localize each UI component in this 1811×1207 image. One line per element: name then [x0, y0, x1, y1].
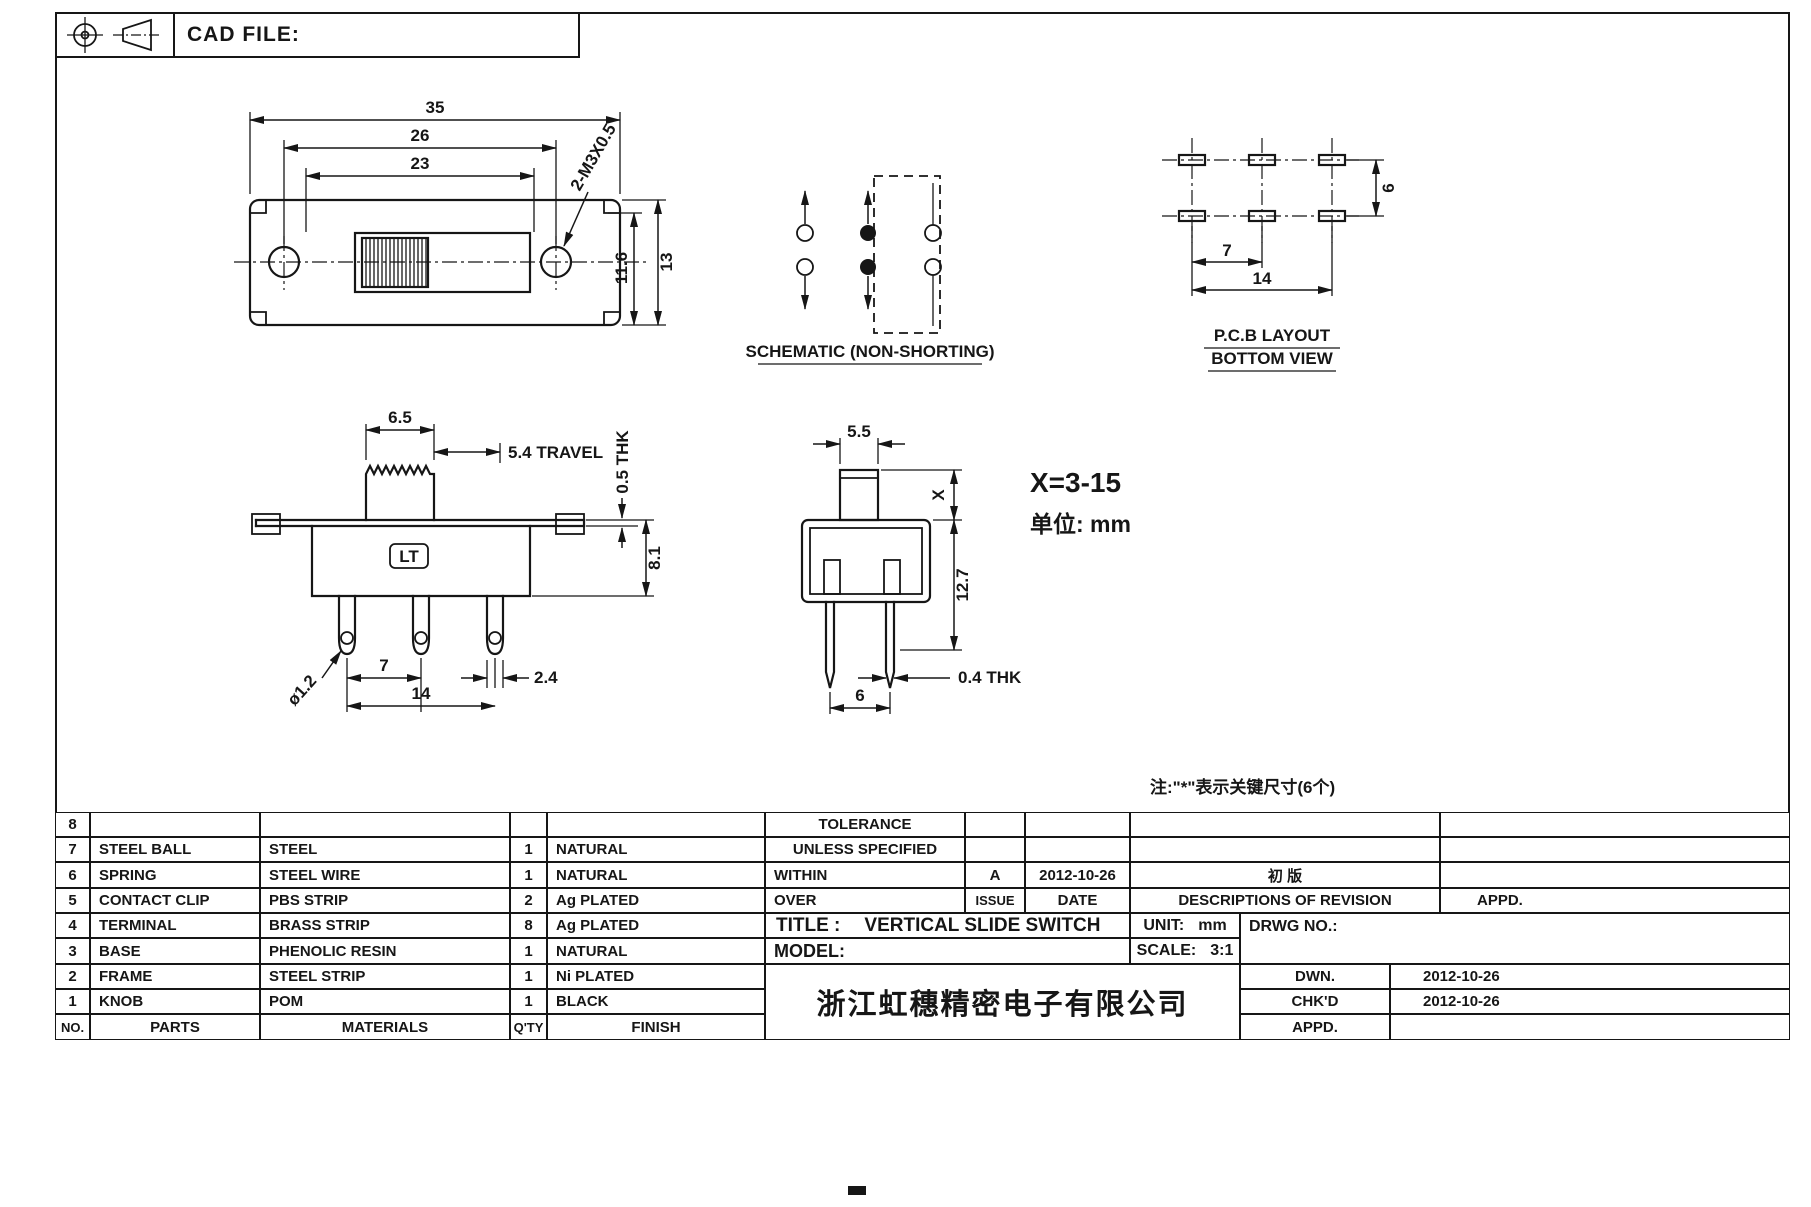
- part-qty: 1: [510, 837, 547, 862]
- revision-cell: [1130, 812, 1440, 837]
- part-name: [90, 812, 260, 837]
- part-finish: Ag PLATED: [547, 888, 765, 913]
- col-header-qty: Q'TY: [510, 1014, 547, 1040]
- tolerance-within-label: WITHIN: [765, 862, 965, 888]
- part-material: BRASS STRIP: [260, 913, 510, 938]
- tolerance-label-1: TOLERANCE: [765, 812, 965, 837]
- appd-header: APPD.: [1440, 888, 1790, 913]
- part-name: TERMINAL: [90, 913, 260, 938]
- part-qty: 1: [510, 938, 547, 964]
- cad-file-box: CAD FILE:: [173, 12, 580, 58]
- revision-date: 2012-10-26: [1025, 862, 1130, 888]
- part-name: BASE: [90, 938, 260, 964]
- part-qty: 1: [510, 862, 547, 888]
- col-header-parts: PARTS: [90, 1014, 260, 1040]
- part-name: CONTACT CLIP: [90, 888, 260, 913]
- model-cell: MODEL:: [765, 938, 1130, 964]
- part-material: POM: [260, 989, 510, 1014]
- part-material: STEEL: [260, 837, 510, 862]
- revision-cell: [1130, 837, 1440, 862]
- revision-letter: A: [965, 862, 1025, 888]
- revision-cell: [1025, 812, 1130, 837]
- projection-symbol-box: [55, 12, 175, 58]
- title-label: TITLE :: [776, 914, 841, 936]
- part-material: PHENOLIC RESIN: [260, 938, 510, 964]
- part-finish: NATURAL: [547, 938, 765, 964]
- col-header-no: NO.: [55, 1014, 90, 1040]
- dwn-date: 2012-10-26: [1390, 964, 1790, 989]
- tolerance-over-label: OVER: [765, 888, 965, 913]
- cone-symbol: [122, 18, 152, 52]
- revision-cell: [1440, 812, 1790, 837]
- part-no: 5: [55, 888, 90, 913]
- revision-cell: [1025, 837, 1130, 862]
- revision-cell: [965, 812, 1025, 837]
- part-qty: 1: [510, 964, 547, 989]
- part-material: STEEL WIRE: [260, 862, 510, 888]
- part-no: 3: [55, 938, 90, 964]
- appd-date: [1390, 1014, 1790, 1040]
- scale-value: 3:1: [1210, 942, 1234, 959]
- title-block-table: 8 7 STEEL BALL STEEL 1 NATURAL 6 SPRING …: [55, 812, 1790, 1040]
- title-cell: TITLE : VERTICAL SLIDE SWITCH: [765, 913, 1130, 938]
- part-qty: 8: [510, 913, 547, 938]
- col-header-finish: FINISH: [547, 1014, 765, 1040]
- unit-value: mm: [1198, 916, 1227, 934]
- part-finish: NATURAL: [547, 837, 765, 862]
- revision-cell: [1440, 862, 1790, 888]
- part-material: STEEL STRIP: [260, 964, 510, 989]
- part-finish: NATURAL: [547, 862, 765, 888]
- part-name: SPRING: [90, 862, 260, 888]
- tolerance-label-2: UNLESS SPECIFIED: [765, 837, 965, 862]
- scale-label: SCALE:: [1136, 942, 1197, 959]
- revision-description: 初 版: [1130, 862, 1440, 888]
- chkd-date: 2012-10-26: [1390, 989, 1790, 1014]
- part-no: 1: [55, 989, 90, 1014]
- chkd-label: CHK'D: [1240, 989, 1390, 1014]
- part-finish: Ni PLATED: [547, 964, 765, 989]
- col-header-materials: MATERIALS: [260, 1014, 510, 1040]
- scan-artifact: [848, 1186, 866, 1195]
- part-name: FRAME: [90, 964, 260, 989]
- part-no: 7: [55, 837, 90, 862]
- title-value: VERTICAL SLIDE SWITCH: [864, 914, 1101, 936]
- part-name: KNOB: [90, 989, 260, 1014]
- descriptions-header: DESCRIPTIONS OF REVISION: [1130, 888, 1440, 913]
- part-qty: [510, 812, 547, 837]
- appd-label: APPD.: [1240, 1014, 1390, 1040]
- part-finish: BLACK: [547, 989, 765, 1014]
- part-no: 6: [55, 862, 90, 888]
- drwg-no-cell: DRWG NO.:: [1240, 913, 1790, 964]
- part-material: PBS STRIP: [260, 888, 510, 913]
- company-name: 浙江虹穗精密电子有限公司: [765, 964, 1240, 1040]
- part-name: STEEL BALL: [90, 837, 260, 862]
- part-no: 2: [55, 964, 90, 989]
- first-angle-projection-symbol: [67, 17, 159, 53]
- part-qty: 1: [510, 989, 547, 1014]
- unit-cell: UNIT: mm: [1130, 913, 1240, 938]
- part-material: [260, 812, 510, 837]
- revision-cell: [965, 837, 1025, 862]
- scale-cell: SCALE: 3:1: [1130, 938, 1240, 964]
- date-header: DATE: [1025, 888, 1130, 913]
- issue-header: ISSUE: [965, 888, 1025, 913]
- part-no: 8: [55, 812, 90, 837]
- part-finish: [547, 812, 765, 837]
- part-qty: 2: [510, 888, 547, 913]
- part-no: 4: [55, 913, 90, 938]
- dwn-label: DWN.: [1240, 964, 1390, 989]
- part-finish: Ag PLATED: [547, 913, 765, 938]
- revision-cell: [1440, 837, 1790, 862]
- unit-label: UNIT:: [1143, 916, 1185, 934]
- cad-file-label: CAD FILE:: [187, 23, 300, 46]
